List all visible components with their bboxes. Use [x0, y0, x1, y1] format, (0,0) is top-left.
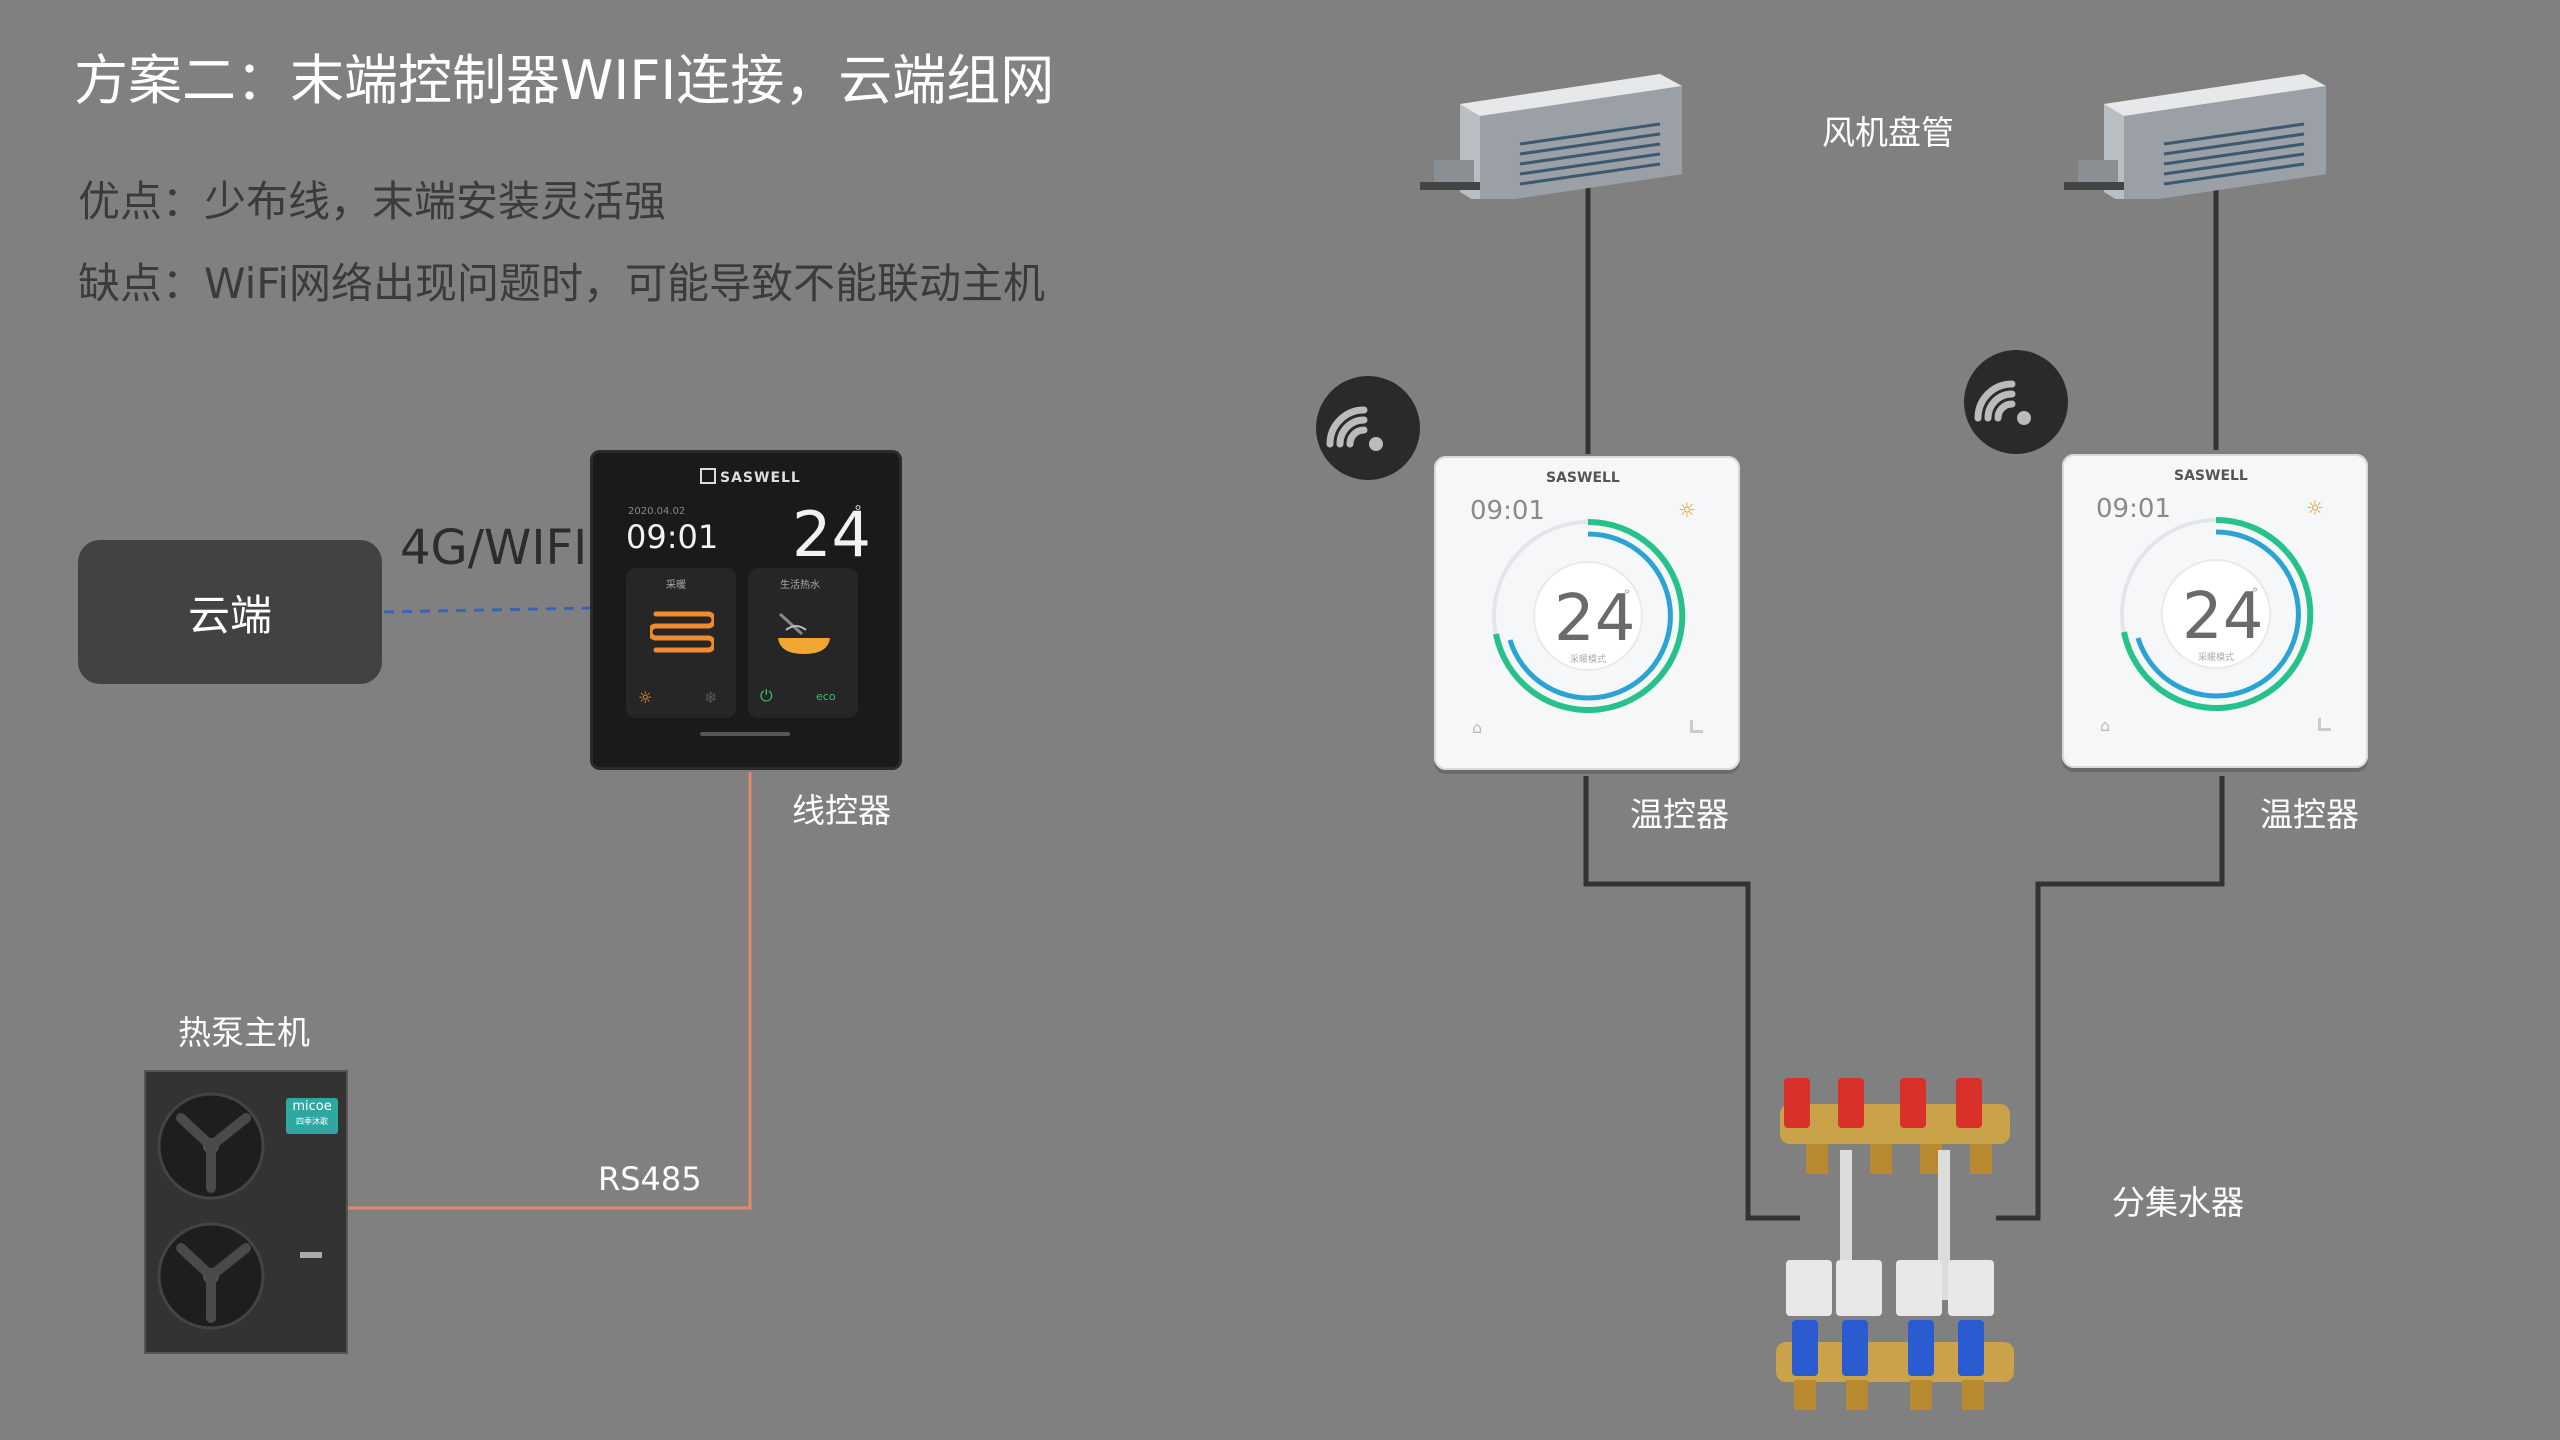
- thermostat-right: SASWELL 09:01 ☼ 24 ° 采暖模式 ⌂: [2062, 454, 2368, 768]
- thermostat-mode: 采暖模式: [1570, 655, 1607, 665]
- home-icon: ⌂: [2100, 716, 2111, 735]
- thermostat-brand: SASWELL: [2174, 468, 2248, 484]
- fan-coil-left: [1420, 64, 1690, 204]
- floor-heating-icon: [650, 611, 714, 653]
- wifi-badge-right: [1964, 350, 2068, 454]
- heating-panel: 采暖 ☼ ❄: [626, 568, 736, 718]
- lock-icon: [2318, 718, 2331, 731]
- controller-date: 2020.04.02: [628, 506, 686, 517]
- wifi-icon: [1974, 380, 2031, 425]
- snowflake-icon: ❄: [704, 688, 718, 707]
- controller-indicator-bar: [700, 732, 790, 736]
- cons-text: 缺点：WiFi网络出现问题时，可能导致不能联动主机: [78, 259, 1046, 308]
- home-icon: ⌂: [1472, 718, 1483, 737]
- heat-pump-unit: micoe 四季沐歌: [144, 1070, 348, 1354]
- heat-pump-label: 热泵主机: [178, 1013, 310, 1052]
- heating-panel-label: 采暖: [666, 580, 686, 591]
- thermostat-right-label: 温控器: [2260, 795, 2359, 834]
- controller-brand-text: SASWELL: [720, 470, 801, 486]
- thermostat-left-label: 温控器: [1630, 795, 1729, 834]
- heat-pump-nameplate: [300, 1252, 322, 1258]
- thermostat-time: 09:01: [1470, 496, 1545, 526]
- sun-icon: ☼: [1678, 498, 1696, 522]
- thermostat-dial: [1492, 518, 1686, 713]
- rs485-label: RS485: [598, 1160, 702, 1198]
- cloud-label: 云端: [187, 590, 272, 640]
- controller-degree: °: [854, 502, 862, 521]
- wifi-icon: [1326, 406, 1383, 451]
- heat-pump-logo: micoe 四季沐歌: [286, 1098, 338, 1134]
- wired-controller-label: 线控器: [792, 791, 891, 830]
- sun-icon: ☼: [2306, 496, 2324, 520]
- fan-coil-right: [2064, 64, 2334, 204]
- thermostat-temp: 24: [2182, 580, 2264, 654]
- manifold-label: 分集水器: [2112, 1183, 2244, 1222]
- wifi-badge-left: [1316, 376, 1420, 480]
- thermostat-time: 09:01: [2096, 494, 2171, 524]
- sun-icon: ☼: [638, 688, 653, 707]
- lock-icon: [1690, 720, 1703, 733]
- controller-time: 09:01: [626, 518, 719, 556]
- network-label: 4G/WIFI: [400, 520, 588, 576]
- controller-temp: 24: [792, 498, 871, 571]
- thermostat-brand: SASWELL: [1546, 470, 1620, 486]
- thermostat-mode: 采暖模式: [2198, 653, 2235, 663]
- cloud-box: 云端: [78, 540, 382, 684]
- wired-controller: SASWELL 2020.04.02 09:01 24 ° 采暖 ☼ ❄ 生活热…: [590, 450, 902, 770]
- thermostat-left: SASWELL 09:01 ☼ 24 ° 采暖模式 ⌂: [1434, 456, 1740, 770]
- rs485-line: [344, 772, 752, 1210]
- fan-coil-unit-image: [1420, 74, 1682, 204]
- heat-pump-brand: micoe: [292, 1099, 332, 1114]
- thermostat-temp: 24: [1554, 582, 1636, 656]
- fan-coil-label: 风机盘管: [1822, 113, 1954, 152]
- thermostat-degree: °: [1624, 588, 1630, 602]
- fan-coil-unit-image: [2064, 74, 2326, 204]
- cloud-link-line: [383, 606, 593, 614]
- thermostat-degree: °: [2252, 586, 2258, 600]
- hot-water-panel: 生活热水 ⏻ eco: [748, 568, 858, 718]
- pros-text: 优点：少布线，末端安装灵活强: [78, 177, 667, 226]
- eco-badge: eco: [816, 690, 836, 703]
- manifold-cable-left: [1583, 776, 1800, 1221]
- brand-logo-icon: [700, 468, 716, 484]
- hot-water-panel-label: 生活热水: [780, 580, 820, 591]
- thermostat-dial: [2120, 516, 2314, 711]
- power-icon: ⏻: [760, 686, 773, 705]
- heat-pump-brand-sub: 四季沐歌: [296, 1117, 328, 1126]
- manifold-cable-right: [1996, 776, 2225, 1221]
- bathtub-icon: [778, 612, 830, 654]
- controller-brand: SASWELL: [700, 468, 801, 486]
- fan-icon: [157, 1092, 265, 1330]
- page-title: 方案二：末端控制器WIFI连接，云端组网: [74, 49, 1055, 112]
- manifold-image: [1776, 1078, 2014, 1410]
